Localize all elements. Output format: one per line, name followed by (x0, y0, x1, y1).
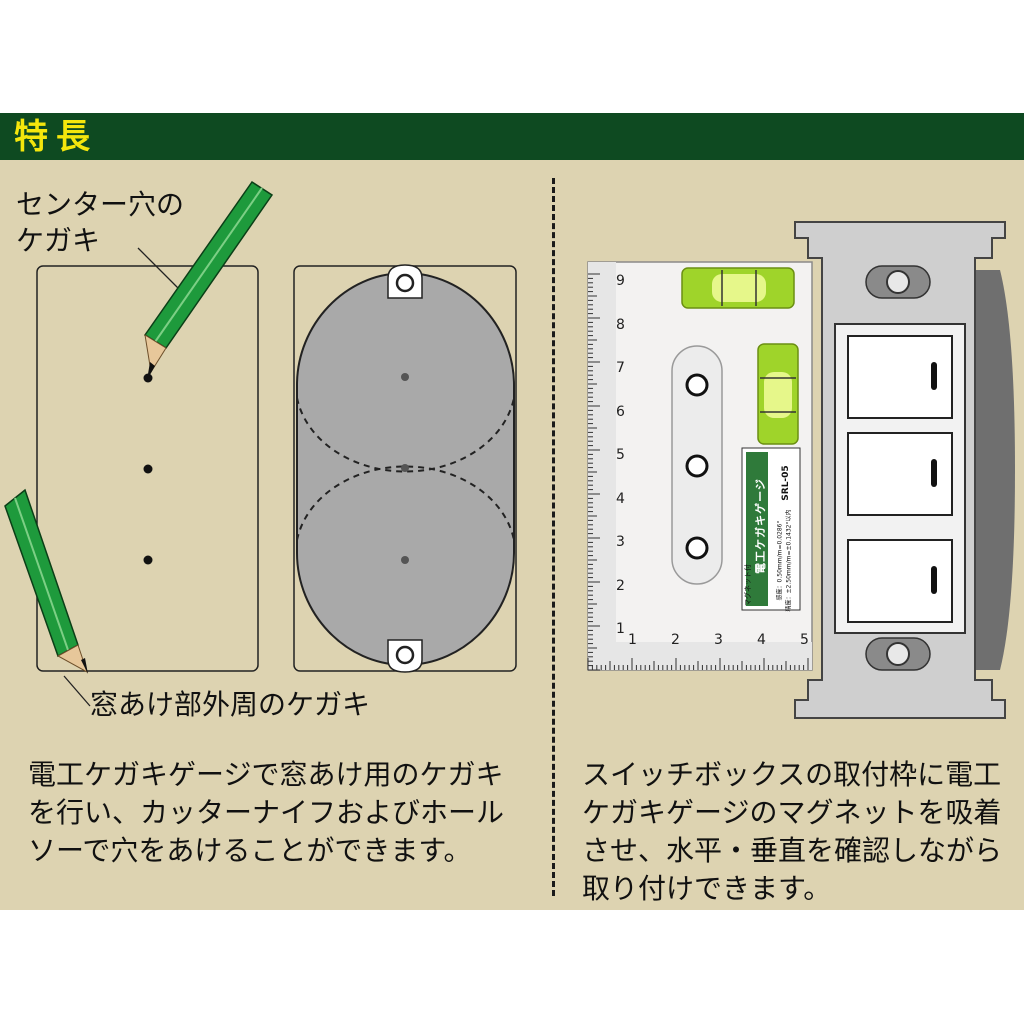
center-mark-bottom (143, 555, 153, 565)
ruler-v-number: 1 (616, 621, 625, 637)
switch-frame (794, 221, 1015, 719)
column-divider (552, 178, 555, 896)
ruler-v-number: 8 (616, 316, 625, 333)
header-bar (0, 113, 1024, 160)
ruler-h-number: 4 (757, 632, 766, 648)
gauge-magnet: マグネット付 (744, 564, 752, 606)
ruler-h-number: 1 (628, 632, 637, 648)
ruler-v-number: 6 (616, 403, 625, 420)
ruler-v-number: 9 (616, 273, 625, 289)
center-hole-label-line2: ケガキ (16, 224, 101, 257)
ruler-v-number: 3 (616, 534, 625, 550)
ruler-v-number: 4 (616, 490, 625, 507)
right-description: スイッチボックスの取付枠に電工ケガキゲージのマグネットを吸着させ、水平・垂直を確… (582, 758, 1003, 905)
center-mark-middle (143, 464, 153, 474)
gauge-spec2: 精度：±2.50mm/m=±0.1432°以内 (785, 509, 793, 612)
center-hole-label-line1: センター穴の (16, 188, 185, 221)
ruler-v-number: 7 (616, 360, 625, 376)
ruler-h-number: 2 (671, 632, 680, 648)
cutout-plate (293, 264, 517, 673)
gauge-spec1: 感度：0.50mm/m=0.0286° (776, 520, 784, 601)
gauge-label: 電工ケガキゲージ (754, 478, 767, 574)
ruler-v-number: 2 (616, 577, 625, 594)
left-description: 電工ケガキゲージで窓あけ用のケガキを行い、カッターナイフおよびホールソーで穴をあ… (28, 758, 505, 867)
marking-plate (36, 265, 259, 672)
marking-gauge (587, 261, 813, 671)
header-title: 特長 (14, 117, 98, 157)
pencil-upper-icon (143, 180, 274, 380)
pencil-lower-icon (4, 488, 88, 674)
ruler-h-number: 5 (800, 632, 809, 648)
outline-label: 窓あけ部外周のケガキ (90, 688, 371, 721)
ruler-h-number: 3 (714, 632, 723, 648)
ruler-v-number: 5 (616, 447, 625, 463)
outline-label-leader (63, 675, 91, 707)
